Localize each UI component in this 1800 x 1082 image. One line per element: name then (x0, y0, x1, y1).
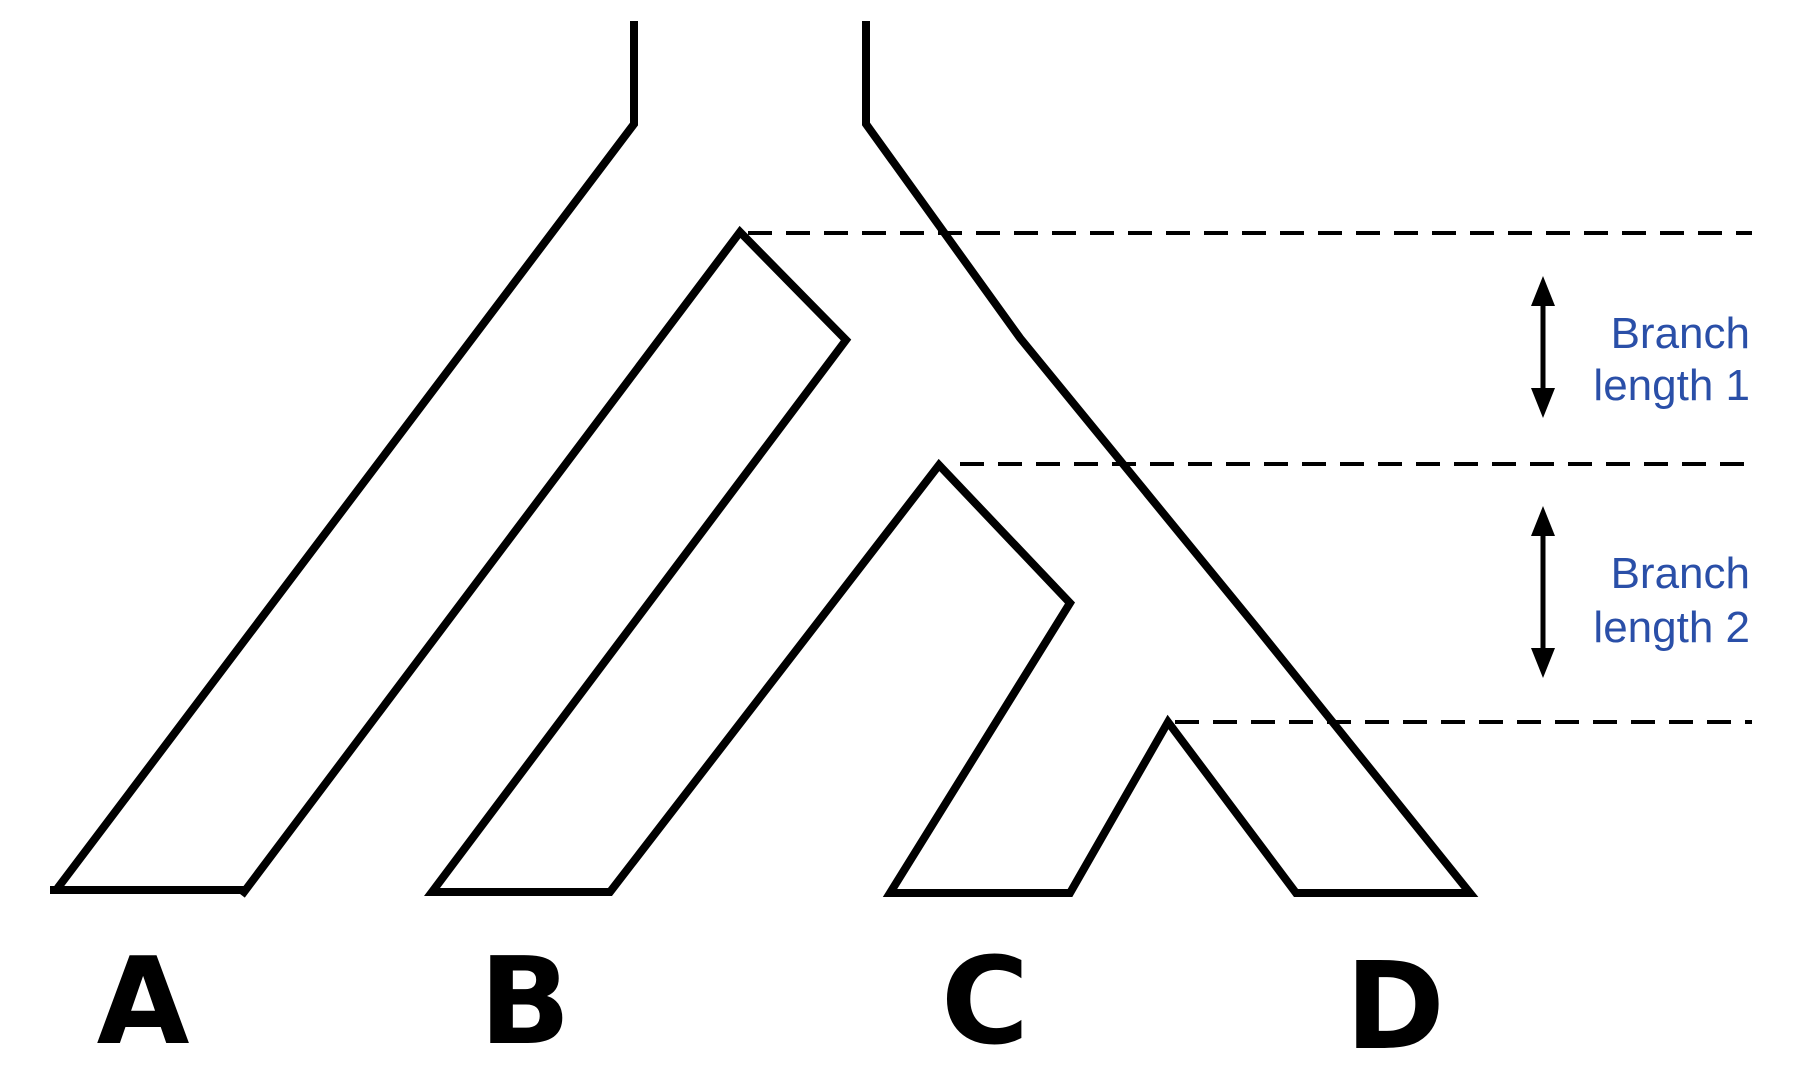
tip-label-d: D (1345, 938, 1445, 1077)
tree-inner-contour (238, 21, 1479, 898)
branch-length-2-arrow (1531, 506, 1555, 678)
tip-label-c: C (941, 933, 1029, 1072)
branch-length-2-label-line2: length 2 (1593, 603, 1750, 652)
branch-length-1-label-line1: Branch (1611, 309, 1750, 358)
tip-label-b: B (479, 933, 570, 1072)
tree-outer-left-edge (54, 21, 638, 891)
branch-length-2-label-line1: Branch (1611, 549, 1750, 598)
tree-outline (50, 21, 1479, 898)
branch-length-1-label-line2: length 1 (1593, 361, 1750, 410)
tip-label-a: A (97, 933, 190, 1072)
branch-length-1-arrow (1531, 276, 1555, 418)
node-reference-lines (748, 231, 1752, 724)
